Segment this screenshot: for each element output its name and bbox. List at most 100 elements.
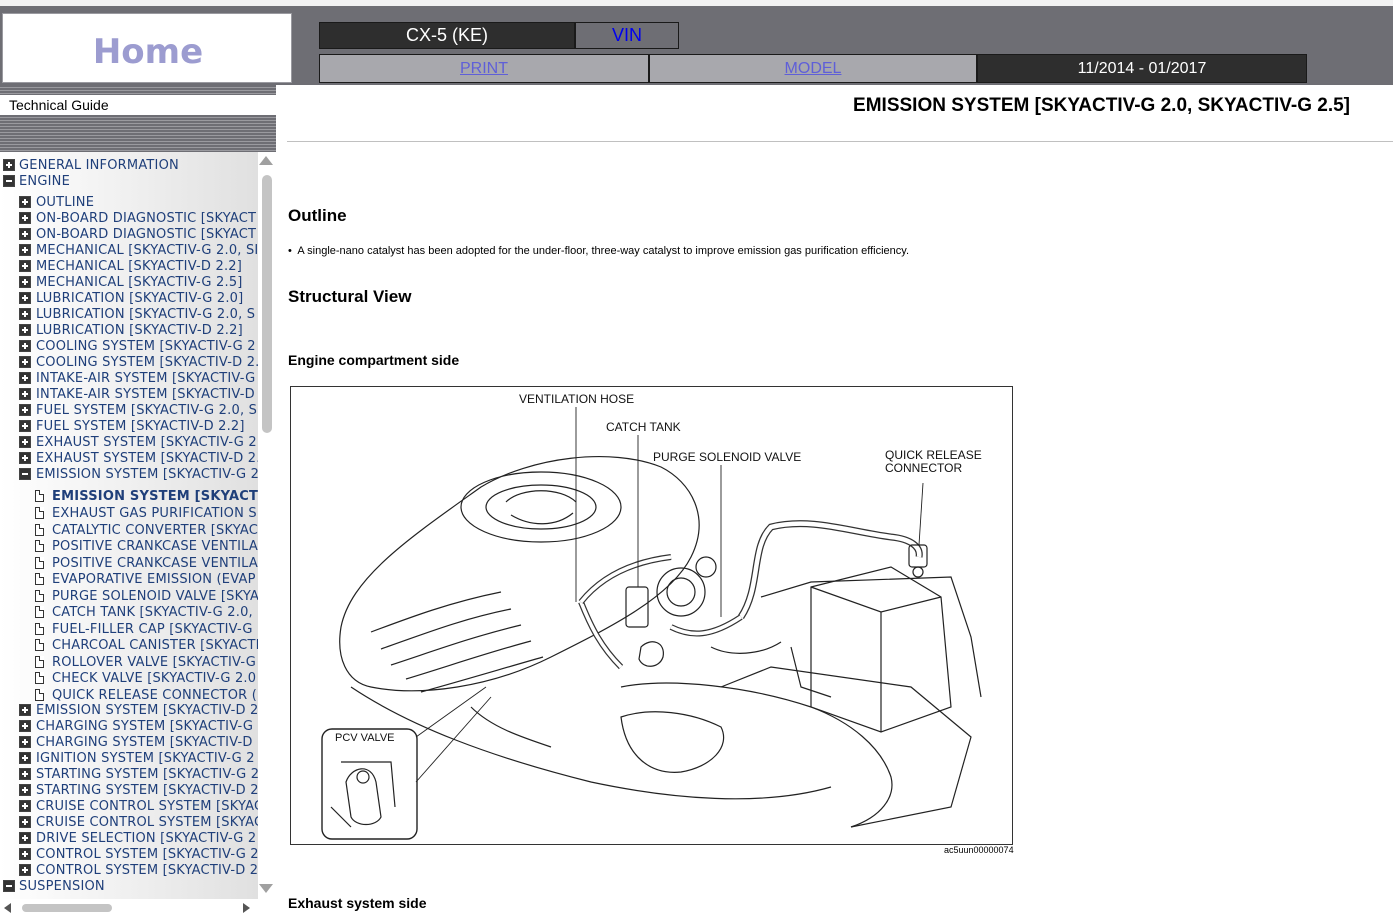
tree-item[interactable]: CRUISE CONTROL SYSTEM [SKYAC bbox=[0, 799, 258, 815]
plus-box-icon[interactable] bbox=[19, 704, 31, 716]
tree-item[interactable]: MECHANICAL [SKYACTIV-G 2.0, SI bbox=[0, 243, 258, 259]
plus-box-icon[interactable] bbox=[19, 420, 31, 432]
home-button[interactable]: Home bbox=[2, 13, 292, 83]
tree-item[interactable]: INTAKE-AIR SYSTEM [SKYACTIV-D bbox=[0, 387, 258, 403]
tree-item[interactable]: CATCH TANK [SKYACTIV-G 2.0, bbox=[0, 605, 258, 621]
tree-item[interactable]: CHECK VALVE [SKYACTIV-G 2.0 bbox=[0, 671, 258, 687]
top-edge-line bbox=[0, 0, 1393, 6]
minus-box-icon[interactable] bbox=[3, 175, 15, 187]
tree-item[interactable]: CRUISE CONTROL SYSTEM [SKYAC bbox=[0, 815, 258, 831]
tree-scroll-thumb[interactable] bbox=[262, 175, 272, 433]
model-link[interactable]: MODEL bbox=[649, 54, 977, 83]
plus-box-icon[interactable] bbox=[19, 324, 31, 336]
vin-link[interactable]: VIN bbox=[575, 22, 679, 49]
tree-item[interactable]: MECHANICAL [SKYACTIV-D 2.2] bbox=[0, 259, 258, 275]
plus-box-icon[interactable] bbox=[19, 832, 31, 844]
tree-item[interactable]: FUEL SYSTEM [SKYACTIV-G 2.0, S bbox=[0, 403, 258, 419]
tree-item[interactable]: ON-BOARD DIAGNOSTIC [SKYACT bbox=[0, 211, 258, 227]
tree-item[interactable]: IGNITION SYSTEM [SKYACTIV-G 2 bbox=[0, 751, 258, 767]
plus-box-icon[interactable] bbox=[19, 736, 31, 748]
scroll-down-arrow-icon[interactable] bbox=[259, 884, 273, 893]
plus-box-icon[interactable] bbox=[19, 276, 31, 288]
tree-item[interactable]: FUEL-FILLER CAP [SKYACTIV-G bbox=[0, 622, 258, 638]
tree-item[interactable]: EXHAUST SYSTEM [SKYACTIV-D 2. bbox=[0, 451, 258, 467]
tree-item[interactable]: INTAKE-AIR SYSTEM [SKYACTIV-G bbox=[0, 371, 258, 387]
tree-item[interactable]: POSITIVE CRANKCASE VENTILA bbox=[0, 539, 258, 555]
tree-item[interactable]: DRIVE SELECTION [SKYACTIV-G 2 bbox=[0, 831, 258, 847]
tree-item-label: CONTROL SYSTEM [SKYACTIV-D 2 bbox=[36, 863, 258, 878]
tree-item[interactable]: LUBRICATION [SKYACTIV-D 2.2] bbox=[0, 323, 258, 339]
tree-item-label: INTAKE-AIR SYSTEM [SKYACTIV-D bbox=[36, 387, 255, 402]
scroll-left-arrow-icon[interactable] bbox=[4, 903, 11, 913]
tree-item-label: OUTLINE bbox=[36, 195, 95, 210]
plus-box-icon[interactable] bbox=[3, 159, 15, 171]
scroll-right-arrow-icon[interactable] bbox=[243, 903, 250, 913]
plus-box-icon[interactable] bbox=[19, 388, 31, 400]
plus-box-icon[interactable] bbox=[19, 356, 31, 368]
plus-box-icon[interactable] bbox=[19, 752, 31, 764]
plus-box-icon[interactable] bbox=[19, 848, 31, 860]
tree-item[interactable]: COOLING SYSTEM [SKYACTIV-D 2. bbox=[0, 355, 258, 371]
tree-item[interactable]: FUEL SYSTEM [SKYACTIV-D 2.2] bbox=[0, 419, 258, 435]
plus-box-icon[interactable] bbox=[19, 372, 31, 384]
document-icon bbox=[35, 540, 44, 552]
tree-item[interactable]: PURGE SOLENOID VALVE [SKYA bbox=[0, 589, 258, 605]
tree-item[interactable]: STARTING SYSTEM [SKYACTIV-G 2 bbox=[0, 767, 258, 783]
tree-item[interactable]: SUSPENSION bbox=[0, 879, 258, 895]
plus-box-icon[interactable] bbox=[19, 864, 31, 876]
tree-item-label: IGNITION SYSTEM [SKYACTIV-G 2 bbox=[36, 751, 255, 766]
plus-box-icon[interactable] bbox=[19, 244, 31, 256]
tree-item[interactable]: COOLING SYSTEM [SKYACTIV-G 2 bbox=[0, 339, 258, 355]
plus-box-icon[interactable] bbox=[19, 260, 31, 272]
plus-box-icon[interactable] bbox=[19, 308, 31, 320]
tree-item[interactable]: QUICK RELEASE CONNECTOR (E bbox=[0, 688, 258, 704]
tree-item[interactable]: EXHAUST GAS PURIFICATION S bbox=[0, 506, 258, 522]
print-link[interactable]: PRINT bbox=[319, 54, 649, 83]
tree-item[interactable]: LUBRICATION [SKYACTIV-G 2.0, S bbox=[0, 307, 258, 323]
tree-item[interactable]: CHARGING SYSTEM [SKYACTIV-D bbox=[0, 735, 258, 751]
plus-box-icon[interactable] bbox=[19, 404, 31, 416]
plus-box-icon[interactable] bbox=[19, 720, 31, 732]
tree-hscroll-thumb[interactable] bbox=[22, 904, 112, 912]
tree-item[interactable]: ON-BOARD DIAGNOSTIC [SKYACT bbox=[0, 227, 258, 243]
tree-item[interactable]: EMISSION SYSTEM [SKYACTI bbox=[0, 489, 258, 505]
plus-box-icon[interactable] bbox=[19, 340, 31, 352]
tree-item-label: EMISSION SYSTEM [SKYACTI bbox=[52, 489, 258, 504]
tree-item[interactable]: OUTLINE bbox=[0, 195, 258, 211]
title-divider bbox=[287, 141, 1393, 142]
tree-item[interactable]: CHARCOAL CANISTER [SKYACTI bbox=[0, 638, 258, 654]
minus-box-icon[interactable] bbox=[19, 468, 31, 480]
plus-box-icon[interactable] bbox=[19, 784, 31, 796]
tree-item[interactable]: CONTROL SYSTEM [SKYACTIV-G 2 bbox=[0, 847, 258, 863]
plus-box-icon[interactable] bbox=[19, 768, 31, 780]
plus-box-icon[interactable] bbox=[19, 212, 31, 224]
tree-item[interactable]: POSITIVE CRANKCASE VENTILA bbox=[0, 556, 258, 572]
tree-item[interactable]: CONTROL SYSTEM [SKYACTIV-D 2 bbox=[0, 863, 258, 879]
minus-box-icon[interactable] bbox=[3, 880, 15, 892]
tree-item[interactable]: EXHAUST SYSTEM [SKYACTIV-G 2. bbox=[0, 435, 258, 451]
tree-item[interactable]: ENGINE bbox=[0, 174, 258, 190]
tree-item-label: ON-BOARD DIAGNOSTIC [SKYACT bbox=[36, 211, 257, 226]
tree-item[interactable]: ROLLOVER VALVE [SKYACTIV-G bbox=[0, 655, 258, 671]
plus-box-icon[interactable] bbox=[19, 292, 31, 304]
tree-item[interactable]: EVAPORATIVE EMISSION (EVAP bbox=[0, 572, 258, 588]
plus-box-icon[interactable] bbox=[19, 452, 31, 464]
outline-heading: Outline bbox=[288, 206, 347, 225]
tree-item[interactable]: CHARGING SYSTEM [SKYACTIV-G bbox=[0, 719, 258, 735]
tree-item[interactable]: MECHANICAL [SKYACTIV-G 2.5] bbox=[0, 275, 258, 291]
tree-item[interactable]: LUBRICATION [SKYACTIV-G 2.0] bbox=[0, 291, 258, 307]
plus-box-icon[interactable] bbox=[19, 436, 31, 448]
scroll-up-arrow-icon[interactable] bbox=[259, 156, 273, 165]
plus-box-icon[interactable] bbox=[19, 800, 31, 812]
plus-box-icon[interactable] bbox=[19, 816, 31, 828]
tree-item[interactable]: CATALYTIC CONVERTER [SKYAC bbox=[0, 523, 258, 539]
catch-tank-label: CATCH TANK bbox=[606, 420, 681, 434]
tree-item-label: COOLING SYSTEM [SKYACTIV-D 2. bbox=[36, 355, 258, 370]
tree-item-label: INTAKE-AIR SYSTEM [SKYACTIV-G bbox=[36, 371, 256, 386]
tree-item[interactable]: STARTING SYSTEM [SKYACTIV-D 2 bbox=[0, 783, 258, 799]
plus-box-icon[interactable] bbox=[19, 228, 31, 240]
tree-item[interactable]: EMISSION SYSTEM [SKYACTIV-G 2 bbox=[0, 467, 258, 483]
tree-item[interactable]: EMISSION SYSTEM [SKYACTIV-D 2 bbox=[0, 703, 258, 719]
tree-item[interactable]: GENERAL INFORMATION bbox=[0, 158, 258, 174]
plus-box-icon[interactable] bbox=[19, 196, 31, 208]
